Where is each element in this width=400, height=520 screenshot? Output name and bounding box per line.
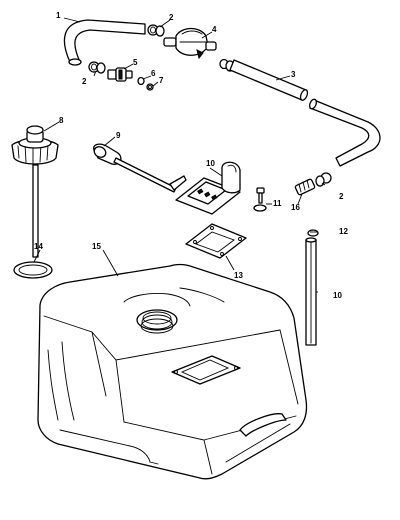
callout-10-gauge: 10 xyxy=(206,159,215,168)
callout-4: 4 xyxy=(212,25,217,34)
o-ring-7 xyxy=(146,83,154,91)
fill-cap-8 xyxy=(11,125,59,258)
callout-13: 13 xyxy=(234,271,243,280)
callout-2-left: 2 xyxy=(82,77,87,86)
leader-lines xyxy=(33,17,326,293)
o-ring-6 xyxy=(137,76,145,86)
fuel-line-3 xyxy=(229,59,381,167)
callout-8: 8 xyxy=(59,116,64,125)
callout-7: 7 xyxy=(159,76,164,85)
pickup-tube-9 xyxy=(93,143,187,193)
callout-labels: 1 2 4 2 5 6 7 3 8 9 10 11 2 16 12 13 10 … xyxy=(34,11,348,300)
fuel-hose-1 xyxy=(63,19,146,66)
callout-2-top: 2 xyxy=(169,13,174,22)
primer-bulb-4 xyxy=(163,27,217,60)
callout-3: 3 xyxy=(291,70,296,79)
connector-5 xyxy=(107,67,133,82)
screw-11 xyxy=(253,187,267,212)
suction-tube-10 xyxy=(305,237,317,346)
gasket-ring-14 xyxy=(13,261,53,279)
gauge-assembly-10 xyxy=(175,161,241,215)
callout-12: 12 xyxy=(339,227,348,236)
callout-5: 5 xyxy=(133,58,138,67)
callout-14: 14 xyxy=(34,242,43,251)
hose-clamp-2-top xyxy=(147,24,165,37)
fuel-tank-15 xyxy=(37,263,308,480)
callout-16: 16 xyxy=(291,203,300,212)
callout-6: 6 xyxy=(151,69,156,78)
callout-15: 15 xyxy=(92,242,101,251)
hose-clamp-2-left xyxy=(88,61,106,74)
o-ring-12 xyxy=(307,229,319,237)
gasket-plate-13 xyxy=(185,223,247,259)
callout-9: 9 xyxy=(116,131,121,140)
fitting-16 xyxy=(294,178,316,196)
callout-1: 1 xyxy=(56,11,61,20)
callout-10-tube: 10 xyxy=(333,291,342,300)
callout-2-right: 2 xyxy=(339,192,344,201)
callout-11: 11 xyxy=(273,199,282,208)
